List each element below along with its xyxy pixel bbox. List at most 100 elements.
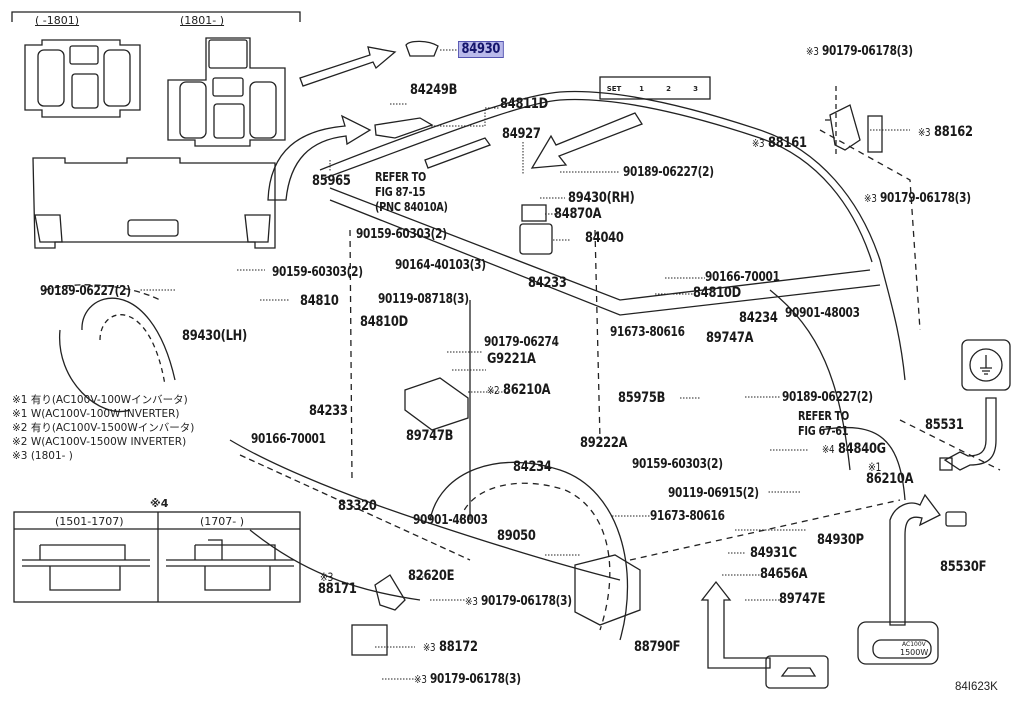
part-label-90166-70001-left[interactable]: 90166-70001 <box>251 432 326 447</box>
part-label-85531[interactable]: 85531 <box>925 417 964 433</box>
part-label-89747a[interactable]: 89747A <box>706 330 754 346</box>
part-label-90166-70001-right[interactable]: 90166-70001 <box>705 270 780 285</box>
switch-panel-early-icon <box>24 39 141 118</box>
part-label-90164-40103[interactable]: 90164-40103(3) <box>395 258 486 273</box>
ref-line: FIG 87-15 <box>375 185 426 199</box>
part-label-90159-60303-left[interactable]: 90159-60303(2) <box>272 265 363 280</box>
note-marker: ※3 <box>864 192 877 205</box>
part-label-84870a[interactable]: 84870A <box>554 206 602 222</box>
part-label-84930p[interactable]: 84930P <box>817 532 864 548</box>
part-label-90189-06227-right[interactable]: 90189-06227(2) <box>782 390 873 405</box>
part-label-89747e[interactable]: 89747E <box>779 591 826 607</box>
part-label-90119-06915[interactable]: 90119-06915(2) <box>668 486 759 501</box>
part-label-88162[interactable]: ※3 88162 <box>918 125 973 140</box>
part-label-84234-mid[interactable]: 84234 <box>513 459 552 475</box>
part-label-84249b[interactable]: 84249B <box>410 82 458 98</box>
part-label-90179-06178-bottom[interactable]: ※3 90179-06178(3) <box>414 672 521 687</box>
part-label-84040[interactable]: 84040 <box>585 230 624 246</box>
clip-icon <box>521 204 547 222</box>
part-label-84656a[interactable]: 84656A <box>760 566 808 582</box>
part-label-88790f[interactable]: 88790F <box>634 639 681 655</box>
part-label-84233-mid[interactable]: 84233 <box>528 275 567 291</box>
ref-line: (PNC 84010A) <box>375 200 448 214</box>
inverter-unit-icon <box>404 377 469 431</box>
arrow-icon <box>889 493 941 626</box>
part-label-84931c[interactable]: 84931C <box>750 545 797 561</box>
part-label-90119-08718[interactable]: 90119-08718(3) <box>378 292 469 307</box>
part-label-84233-left[interactable]: 84233 <box>309 403 348 419</box>
part-label-91673-80616-mid[interactable]: 91673-80616 <box>610 325 685 340</box>
part-label-88161[interactable]: ※3 88161 <box>752 136 807 151</box>
part-label-84810d-right[interactable]: 84810D <box>693 285 741 301</box>
part-label-84810[interactable]: 84810 <box>300 293 339 309</box>
part-label-89050[interactable]: 89050 <box>497 528 536 544</box>
part-number: 90179-06178(3) <box>880 191 971 206</box>
footnote: ※1 W(AC100V-100W INVERTER) <box>12 408 180 420</box>
part-label-89747b[interactable]: 89747B <box>406 428 454 444</box>
ground-knob-icon <box>969 348 1003 382</box>
overhead-console-icon <box>32 157 276 249</box>
part-label-85965[interactable]: 85965 <box>312 173 351 189</box>
part-label-90179-06178-bottom-right[interactable]: ※3 90179-06178(3) <box>864 191 971 206</box>
footnote: ※3 (1801- ) <box>12 450 73 462</box>
figure-id: 84I623K <box>955 681 998 693</box>
part-label-88171[interactable]: 88171 <box>318 581 357 597</box>
part-label-90179-06178-top-right[interactable]: ※3 90179-06178(3) <box>806 44 913 59</box>
lamp-strip-icon <box>424 137 492 169</box>
variant-table-title: ※4 <box>150 497 169 510</box>
part-number: 90179-06178(3) <box>430 672 521 687</box>
part-label-84810d-left[interactable]: 84810D <box>360 314 408 330</box>
part-label-85530f[interactable]: 85530F <box>940 559 987 575</box>
part-label-90159-60303-bottom[interactable]: 90159-60303(2) <box>632 457 723 472</box>
part-label-90901-48003-right[interactable]: 90901-48003 <box>785 306 860 321</box>
part-label-83320[interactable]: 83320 <box>338 498 377 514</box>
seat-memory-2-button: 2 <box>666 84 671 93</box>
housing-icon <box>374 117 434 139</box>
part-label-82620e[interactable]: 82620E <box>408 568 455 584</box>
seat-memory-set-button: SET <box>606 84 622 93</box>
outlet-cover-icon <box>857 621 939 665</box>
bracket-icon <box>374 574 406 611</box>
battery-icon <box>574 554 641 626</box>
note-marker: ※3 <box>414 673 427 686</box>
part-label-84840g[interactable]: ※4 84840G <box>822 442 886 457</box>
arrow-icon <box>530 112 643 169</box>
part-label-86210a-mid[interactable]: ※2 86210A <box>487 383 551 398</box>
arrow-icon <box>267 114 372 201</box>
reference-fig-87-15[interactable]: REFER TO FIG 87-15 (PNC 84010A) <box>375 170 448 215</box>
part-label-84811d[interactable]: 84811D <box>500 96 548 112</box>
outlet-voltage-label: AC100V <box>902 641 926 648</box>
part-label-90189-06227-top[interactable]: 90189-06227(2) <box>623 165 714 180</box>
part-label-91673-80616-bottom[interactable]: 91673-80616 <box>650 509 725 524</box>
part-label-90179-06274[interactable]: 90179-06274 <box>484 335 559 350</box>
part-label-84930-highlighted[interactable]: 84930 <box>458 41 504 58</box>
note-marker: ※3 <box>752 137 765 150</box>
part-number: 88161 <box>768 135 807 151</box>
part-label-89430-rh[interactable]: 89430(RH) <box>568 190 635 206</box>
seat-memory-1-button: 1 <box>639 84 644 93</box>
ground-symbol-box <box>961 339 1011 391</box>
part-label-89222a[interactable]: 89222A <box>580 435 628 451</box>
door-button-icon <box>765 655 829 689</box>
ref-line: REFER TO <box>798 409 850 423</box>
switch-icon <box>405 40 439 57</box>
arrow-icon <box>299 46 397 87</box>
part-label-84234-right[interactable]: 84234 <box>739 310 778 326</box>
arrow-icon <box>700 580 771 669</box>
reference-fig-67-61[interactable]: REFER TO FIG 67-61 <box>798 409 849 439</box>
ecu-icon <box>351 624 388 656</box>
part-label-90179-06178-mid[interactable]: ※3 90179-06178(3) <box>465 594 572 609</box>
part-label-89430-lh[interactable]: 89430(LH) <box>182 328 247 344</box>
part-label-86210a-right[interactable]: 86210A <box>866 471 914 487</box>
part-label-84927[interactable]: 84927 <box>502 126 541 142</box>
part-label-88172[interactable]: ※3 88172 <box>423 640 478 655</box>
part-label-90189-06227-left[interactable]: 90189-06227(2) <box>40 284 131 299</box>
part-label-90159-60303-top[interactable]: 90159-60303(2) <box>356 227 447 242</box>
part-label-90901-48003-mid[interactable]: 90901-48003 <box>413 513 488 528</box>
part-label-g9221a[interactable]: G9221A <box>487 351 536 367</box>
connector-icon <box>939 457 953 471</box>
part-label-85975b[interactable]: 85975B <box>618 390 666 406</box>
inset-bracket <box>11 11 301 22</box>
note-marker: ※3 <box>918 126 931 139</box>
